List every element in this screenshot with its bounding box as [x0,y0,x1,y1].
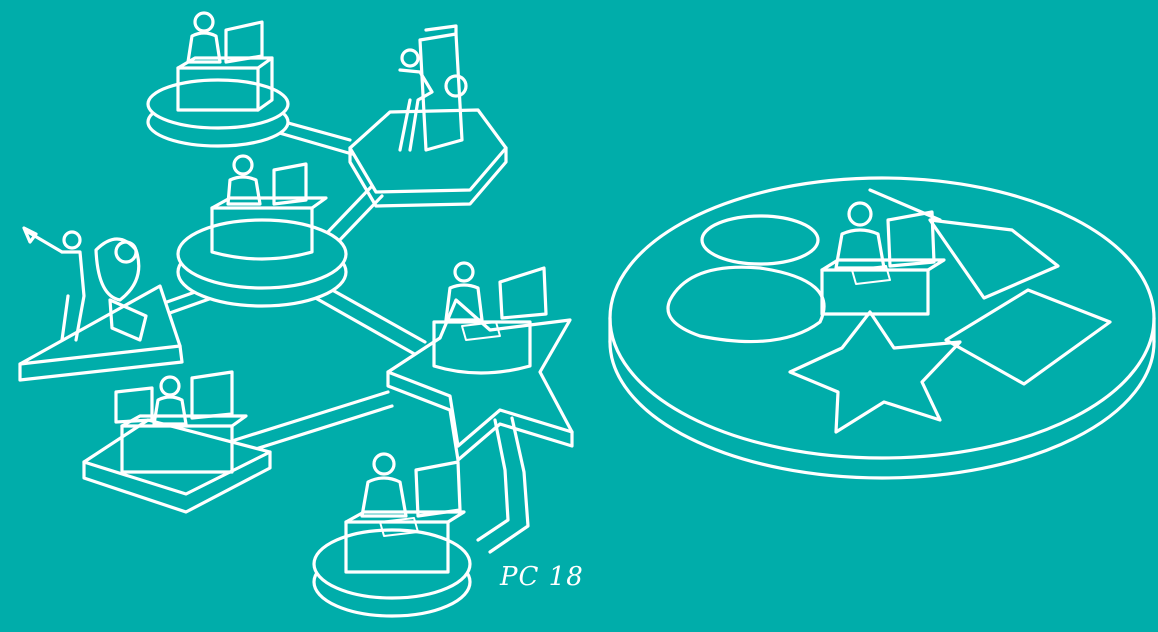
node-hexagon-machine [348,24,508,208]
node-top-desk [146,11,290,148]
merged-platform [608,176,1156,480]
node-star-desk [386,261,574,462]
node-triangle-mixer [18,226,184,382]
node-center-desk [176,154,348,308]
node-square-desk [82,370,272,514]
node-bottom-desk [312,452,472,618]
artist-signature: PC 18 [500,562,584,592]
